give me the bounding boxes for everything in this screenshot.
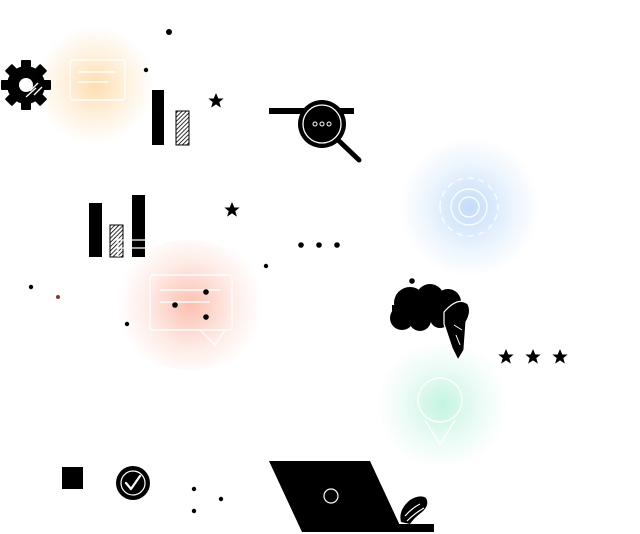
- search-lens: [298, 100, 346, 148]
- ghost-bulb-base: [424, 419, 456, 447]
- scatter-dots: [28, 29, 415, 514]
- bar-hatched: [109, 224, 124, 258]
- star-icon: [208, 93, 224, 108]
- dot: [124, 321, 130, 327]
- bar-solid: [152, 90, 164, 145]
- gear-hole: [19, 78, 33, 92]
- star-icon: [498, 349, 514, 364]
- ellipsis-dot: [298, 242, 304, 248]
- bar-hatched: [175, 110, 190, 146]
- ellipsis-icon: [298, 242, 340, 248]
- laptop-base: [302, 524, 434, 532]
- bar-solid: [132, 195, 145, 257]
- ghost-bulb-icon: [417, 377, 463, 423]
- ghost-gear-teeth: [439, 177, 499, 237]
- ghost-pointer: [199, 329, 226, 347]
- star-icon: [224, 202, 240, 217]
- pencil-icon: [443, 300, 471, 362]
- ghost-gear-hub: [458, 196, 480, 218]
- laptop-screen: [269, 461, 403, 532]
- dot: [166, 29, 172, 35]
- dot: [143, 67, 149, 73]
- search-dot: [319, 121, 325, 127]
- dot: [56, 295, 60, 299]
- pencil-detail: [453, 324, 463, 346]
- ghost-gear-icon: [450, 188, 488, 226]
- laptop-logo: [323, 488, 339, 504]
- hand-fingers: [404, 503, 425, 522]
- star-icon: [525, 349, 541, 364]
- dot: [191, 486, 197, 492]
- ghost-outlines: [69, 59, 499, 447]
- dot: [203, 314, 209, 320]
- check-circle-icon: [116, 466, 150, 500]
- check-mark: [124, 474, 142, 491]
- ghost-window-icon: [149, 274, 233, 331]
- check-circle-rim: [120, 470, 146, 496]
- dot: [191, 508, 197, 514]
- cloud-with-pencil-icon: [390, 284, 471, 362]
- ellipsis-dot: [334, 242, 340, 248]
- dot: [409, 278, 415, 284]
- search-icon: [269, 100, 362, 163]
- dot: [263, 263, 269, 269]
- bar-chart-icon: [89, 195, 145, 258]
- search-lens-rim: [302, 104, 342, 144]
- search-dot: [326, 121, 332, 127]
- dot: [218, 496, 224, 502]
- bar-chart-icon: [152, 90, 190, 146]
- dot: [28, 284, 34, 290]
- search-dot: [312, 121, 318, 127]
- ghost-card-icon: [69, 59, 126, 101]
- bar-solid: [89, 203, 102, 257]
- gear-icon: [1, 60, 51, 110]
- dot: [172, 302, 178, 308]
- search-handle: [335, 137, 362, 163]
- laptop-icon: [269, 461, 434, 532]
- dot: [203, 289, 209, 295]
- square-icon: [62, 467, 83, 489]
- star-row: [498, 349, 568, 364]
- hand-shape: [400, 496, 428, 524]
- star-icon: [552, 349, 568, 364]
- ellipsis-dot: [316, 242, 322, 248]
- gear-hatch: [25, 82, 43, 98]
- hand-icon: [400, 496, 428, 524]
